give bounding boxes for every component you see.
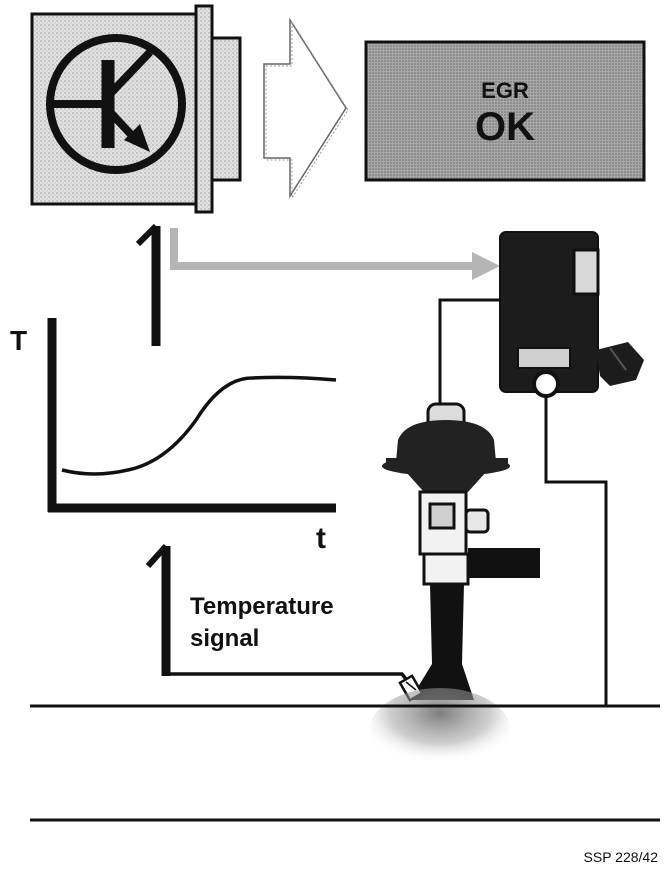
signal-label-line1: Temperature [190, 593, 334, 620]
graph-x-axis-label: t [316, 522, 326, 555]
signal-label-line2: signal [190, 625, 259, 652]
exhaust-gas-cloud [370, 688, 510, 772]
display-line-egr: EGR [481, 78, 529, 103]
transistor-icon [46, 34, 186, 174]
display-line-ok: OK [475, 105, 535, 149]
egr-control-unit [499, 231, 644, 398]
grey-arrow-to-control-unit [170, 228, 500, 280]
vacuum-lines [438, 298, 608, 706]
temperature-sensor-symbol [30, 4, 242, 214]
temperature-time-graph: T t [10, 318, 337, 555]
egr-status-display: EGR OK [364, 40, 646, 182]
signal-arrow-to-display [263, 17, 349, 200]
graph-y-axis-label: T [10, 325, 27, 356]
egr-valve [382, 402, 540, 700]
upper-signal-arrow [135, 223, 161, 346]
figure-reference: SSP 228/42 [584, 849, 659, 865]
